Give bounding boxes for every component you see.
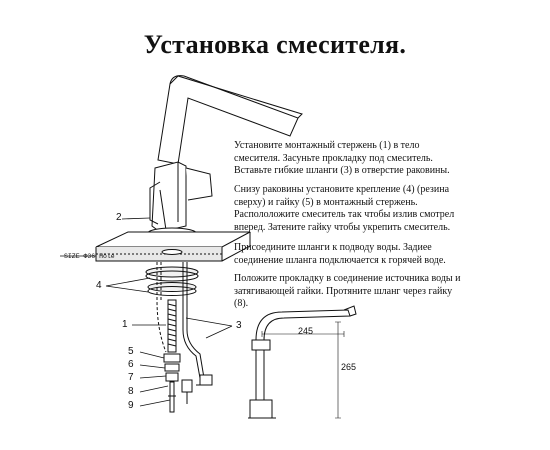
- instruction-paragraph-2: Снизу раковины установите крепление (4) …: [234, 184, 534, 234]
- paragraph-line: вперед. Затените гайку чтобы укрепить см…: [234, 221, 451, 233]
- paragraph-line: Положите прокладку в соединение источник…: [234, 273, 461, 284]
- paragraph-line: Распололожите смеситель так чтобы излив …: [234, 209, 455, 220]
- instruction-paragraph-4: Положите прокладку в соединение источник…: [234, 273, 534, 311]
- part-number-5: 5: [128, 346, 134, 357]
- part-number-6: 6: [128, 359, 134, 370]
- part-number-9: 9: [128, 400, 134, 411]
- paragraph-line: затягивающей гайки. Протяните шланг чере…: [234, 285, 453, 297]
- faucet-side-view: [248, 305, 357, 419]
- part-number-2: 2: [116, 212, 122, 223]
- paragraph-line: (8).: [234, 298, 249, 309]
- dimension-width: 245: [298, 326, 314, 336]
- sink-deck: [95, 231, 251, 262]
- paragraph-line: смесителя. Засуньте прокладку под смесит…: [234, 152, 433, 164]
- instruction-paragraph-1: Установите монтажный стержень (1) в тело…: [234, 140, 534, 178]
- paragraph-line: соединение шланга подключается к горячей…: [234, 254, 446, 266]
- instruction-paragraph-3: Присоедините шланги к подводу воды. Зади…: [234, 242, 534, 267]
- part-number-8: 8: [128, 386, 134, 397]
- part-number-3: 3: [236, 320, 242, 331]
- page-title: Установка смесителя.: [143, 30, 407, 59]
- part-number-1: 1: [122, 319, 128, 330]
- dimension-height: 265: [341, 362, 357, 372]
- faucet-body: [149, 161, 213, 233]
- mounting-nuts: [163, 353, 181, 382]
- paragraph-line: Присоедините шланги к подводу воды. Зади…: [234, 242, 432, 253]
- flexible-hoses: [156, 262, 213, 404]
- paragraph-line: Вставьте гибкие шланги (3) в отверстие р…: [234, 165, 450, 176]
- paragraph-line: Установите монтажный стержень (1) в тело: [234, 140, 420, 151]
- paragraph-line: Снизу раковины установите крепление (4) …: [234, 184, 450, 195]
- mounting-washers: [145, 266, 199, 296]
- paragraph-line: сверху) и гайку (5) в монтажный стержень…: [234, 196, 418, 208]
- leader-lines: [60, 217, 233, 407]
- threaded-rod: [167, 299, 177, 353]
- part-number-7: 7: [128, 372, 134, 383]
- hole-size-label: SIZE Φ36 Hole: [64, 253, 115, 260]
- faucet-spout: [157, 75, 303, 167]
- part-number-4: 4: [96, 280, 102, 291]
- bottom-stud: [168, 381, 176, 413]
